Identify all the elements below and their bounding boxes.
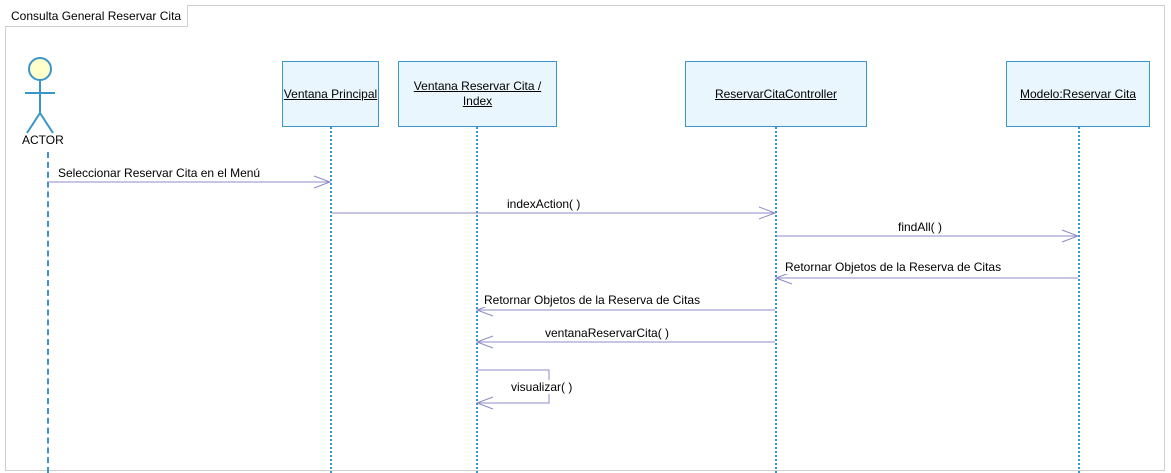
- lifeline-ventana-principal[interactable]: Ventana Principal: [282, 61, 379, 127]
- message-label-1: Seleccionar Reservar Cita en el Menú: [58, 166, 261, 180]
- message-label-2: indexAction( ): [507, 197, 581, 211]
- diagram-frame: [5, 5, 1165, 471]
- lifeline-line-controller: [775, 127, 777, 473]
- lifeline-line-ventana-reservar: [476, 127, 478, 473]
- lifeline-line-modelo: [1078, 127, 1080, 473]
- message-label-6: ventanaReservarCita( ): [545, 326, 670, 340]
- lifeline-line-ventana-principal: [330, 127, 332, 473]
- lifeline-ventana-reservar[interactable]: Ventana Reservar Cita / Index: [398, 61, 557, 127]
- message-label-3: findAll( ): [898, 220, 943, 234]
- lifeline-controller[interactable]: ReservarCitaController: [685, 61, 867, 127]
- message-label-7: visualizar( ): [511, 380, 573, 394]
- message-label-4: Retornar Objetos de la Reserva de Citas: [785, 260, 1002, 274]
- message-label-5: Retornar Objetos de la Reserva de Citas: [484, 293, 701, 307]
- actor-label: ACTOR: [22, 133, 64, 147]
- actor-lifeline: [47, 152, 49, 473]
- lifeline-modelo[interactable]: Modelo:Reservar Cita: [1006, 61, 1150, 127]
- diagram-title: Consulta General Reservar Cita: [5, 5, 189, 27]
